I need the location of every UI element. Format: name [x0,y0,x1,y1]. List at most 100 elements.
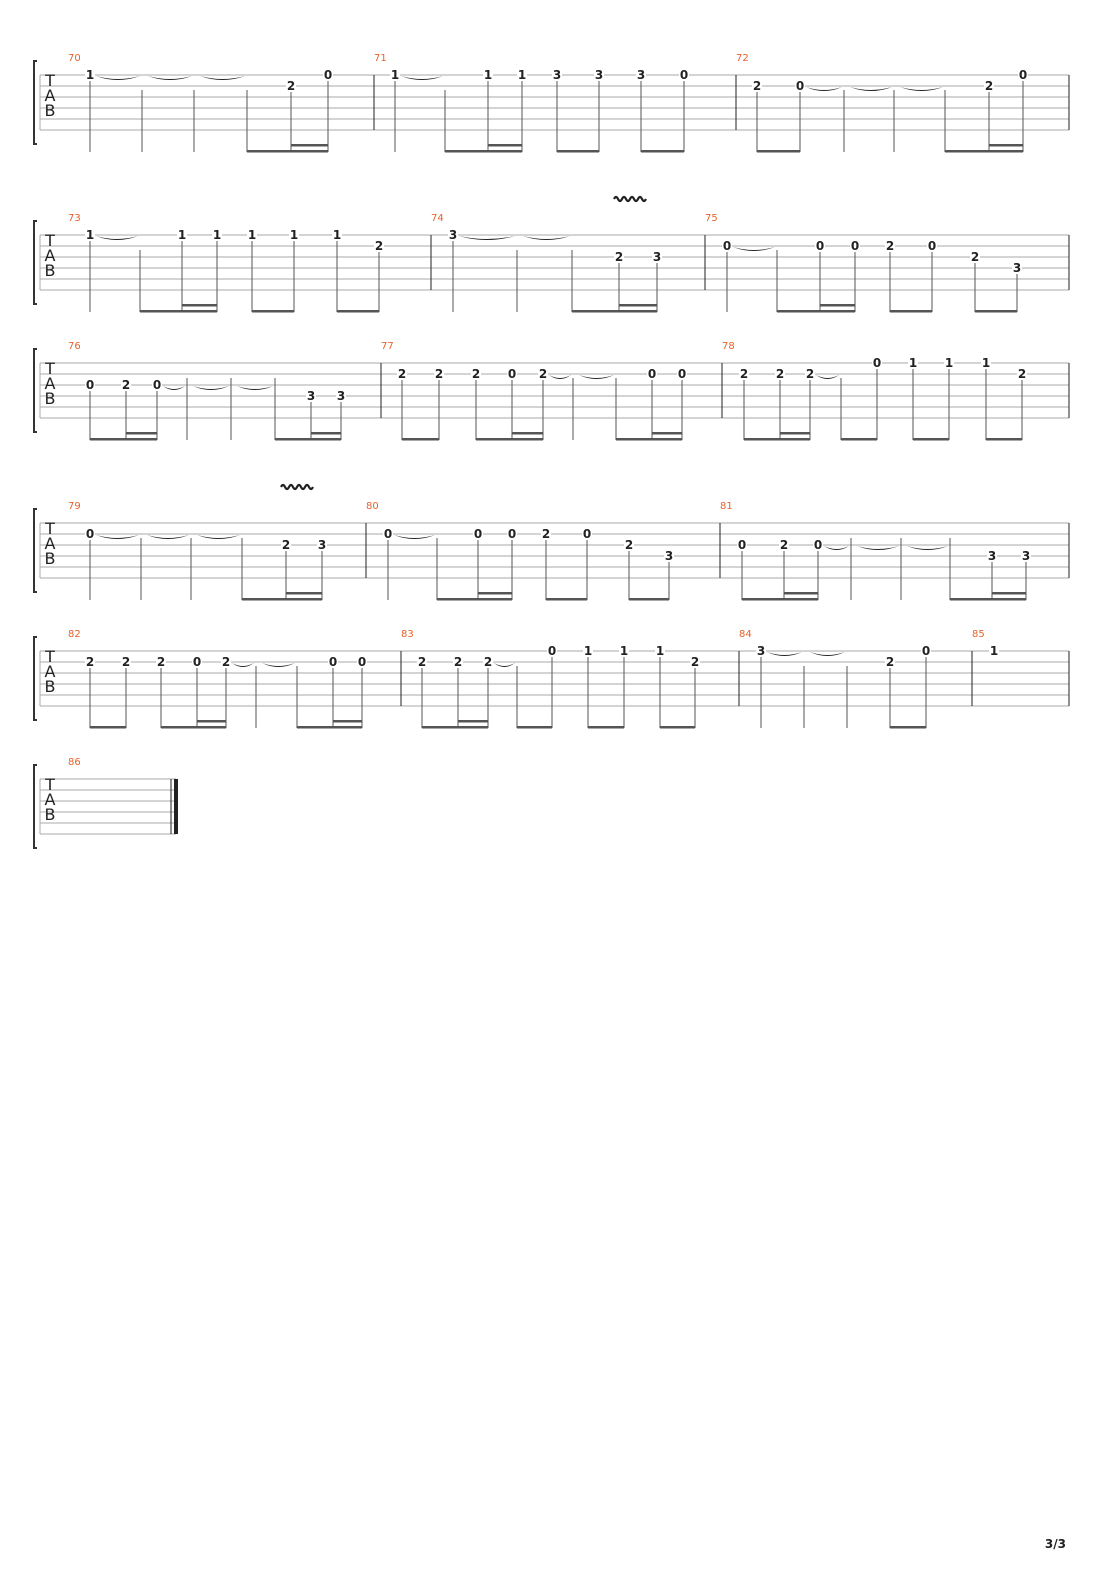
fret-number: 0 [922,644,930,658]
tab-clef-letter: A [45,790,56,809]
fret-number: 3 [337,389,345,403]
beam [616,438,682,441]
fret-background [885,656,895,668]
tie-arc [824,546,849,550]
fret-background [737,539,747,551]
fret-background [357,656,367,668]
beam [311,432,341,435]
fret-background [507,528,517,540]
tab-clef-letter: B [45,805,56,824]
fret-number: 2 [971,250,979,264]
fret-number: 0 [796,79,804,93]
fret-background [795,80,805,92]
fret-number: 2 [985,79,993,93]
fret-number: 1 [333,228,341,242]
fret-background [614,251,624,263]
measure-number: 84 [739,629,752,640]
tie-arc [810,652,845,656]
fret-background [619,645,629,657]
fret-number: 2 [122,378,130,392]
system-bracket [33,508,37,593]
fret-background [885,240,895,252]
tab-clef-letter: B [45,549,56,568]
tie-arc [494,663,515,667]
fret-background [317,539,327,551]
fret-number: 0 [680,68,688,82]
fret-number: 2 [122,655,130,669]
fret-number: 0 [816,239,824,253]
fret-background [152,379,162,391]
beam [757,150,800,153]
fret-background [739,368,749,380]
tie-arc [816,375,839,379]
fret-background [121,379,131,391]
measure-number: 83 [401,629,414,640]
fret-background [177,229,187,241]
tie-arc [232,663,254,667]
fret-number: 3 [665,549,673,563]
tab-clef-letter: B [45,261,56,280]
fret-number: 0 [678,367,686,381]
fret-background [815,240,825,252]
fret-number: 0 [508,527,516,541]
beam [975,310,1017,313]
tab-clef-letter: T [44,71,55,90]
fret-number: 0 [153,378,161,392]
fret-background [1018,69,1028,81]
tie-arc [147,535,189,539]
fret-number: 0 [358,655,366,669]
fret-background [85,656,95,668]
tie-arc [401,76,443,80]
tie-arc [200,76,245,80]
fret-background [655,645,665,657]
fret-number: 0 [329,655,337,669]
fret-background [374,240,384,252]
fret-background [336,390,346,402]
fret-number: 2 [740,367,748,381]
beam [784,592,818,595]
beam [402,438,439,441]
tab-clef-letter: A [45,246,56,265]
fret-number: 3 [1022,549,1030,563]
fret-background [552,69,562,81]
beam [641,150,684,153]
beam [478,592,512,595]
fret-number: 0 [873,356,881,370]
system-bracket [33,348,37,433]
fret-number: 2 [222,655,230,669]
fret-background [981,357,991,369]
tie-arc [850,87,892,91]
tie-arc [549,375,571,379]
beam [286,592,322,595]
fret-background [306,390,316,402]
fret-background [756,645,766,657]
fret-number: 1 [620,644,628,658]
measure-number: 85 [972,629,985,640]
fret-background [583,645,593,657]
tab-clef-letter: A [45,374,56,393]
tie-arc [96,76,140,80]
fret-background [850,240,860,252]
fret-background [636,69,646,81]
final-barline-thick [174,779,178,834]
tie-arc [148,76,192,80]
fret-number: 2 [691,655,699,669]
beam [333,720,362,723]
beam [660,726,695,729]
beam [182,304,217,307]
fret-number: 0 [738,538,746,552]
measure-number: 79 [68,501,81,512]
fret-background [483,69,493,81]
tie-arc [237,386,273,390]
fret-number: 3 [637,68,645,82]
tab-clef-letter: T [44,359,55,378]
fret-background [813,539,823,551]
fret-background [328,656,338,668]
fret-background [453,656,463,668]
vibrato-mark [613,195,647,203]
fret-background [1012,262,1022,274]
fret-number: 0 [474,527,482,541]
system-bracket [33,764,37,849]
fret-background [390,69,400,81]
tab-clef-letter: T [44,775,55,794]
